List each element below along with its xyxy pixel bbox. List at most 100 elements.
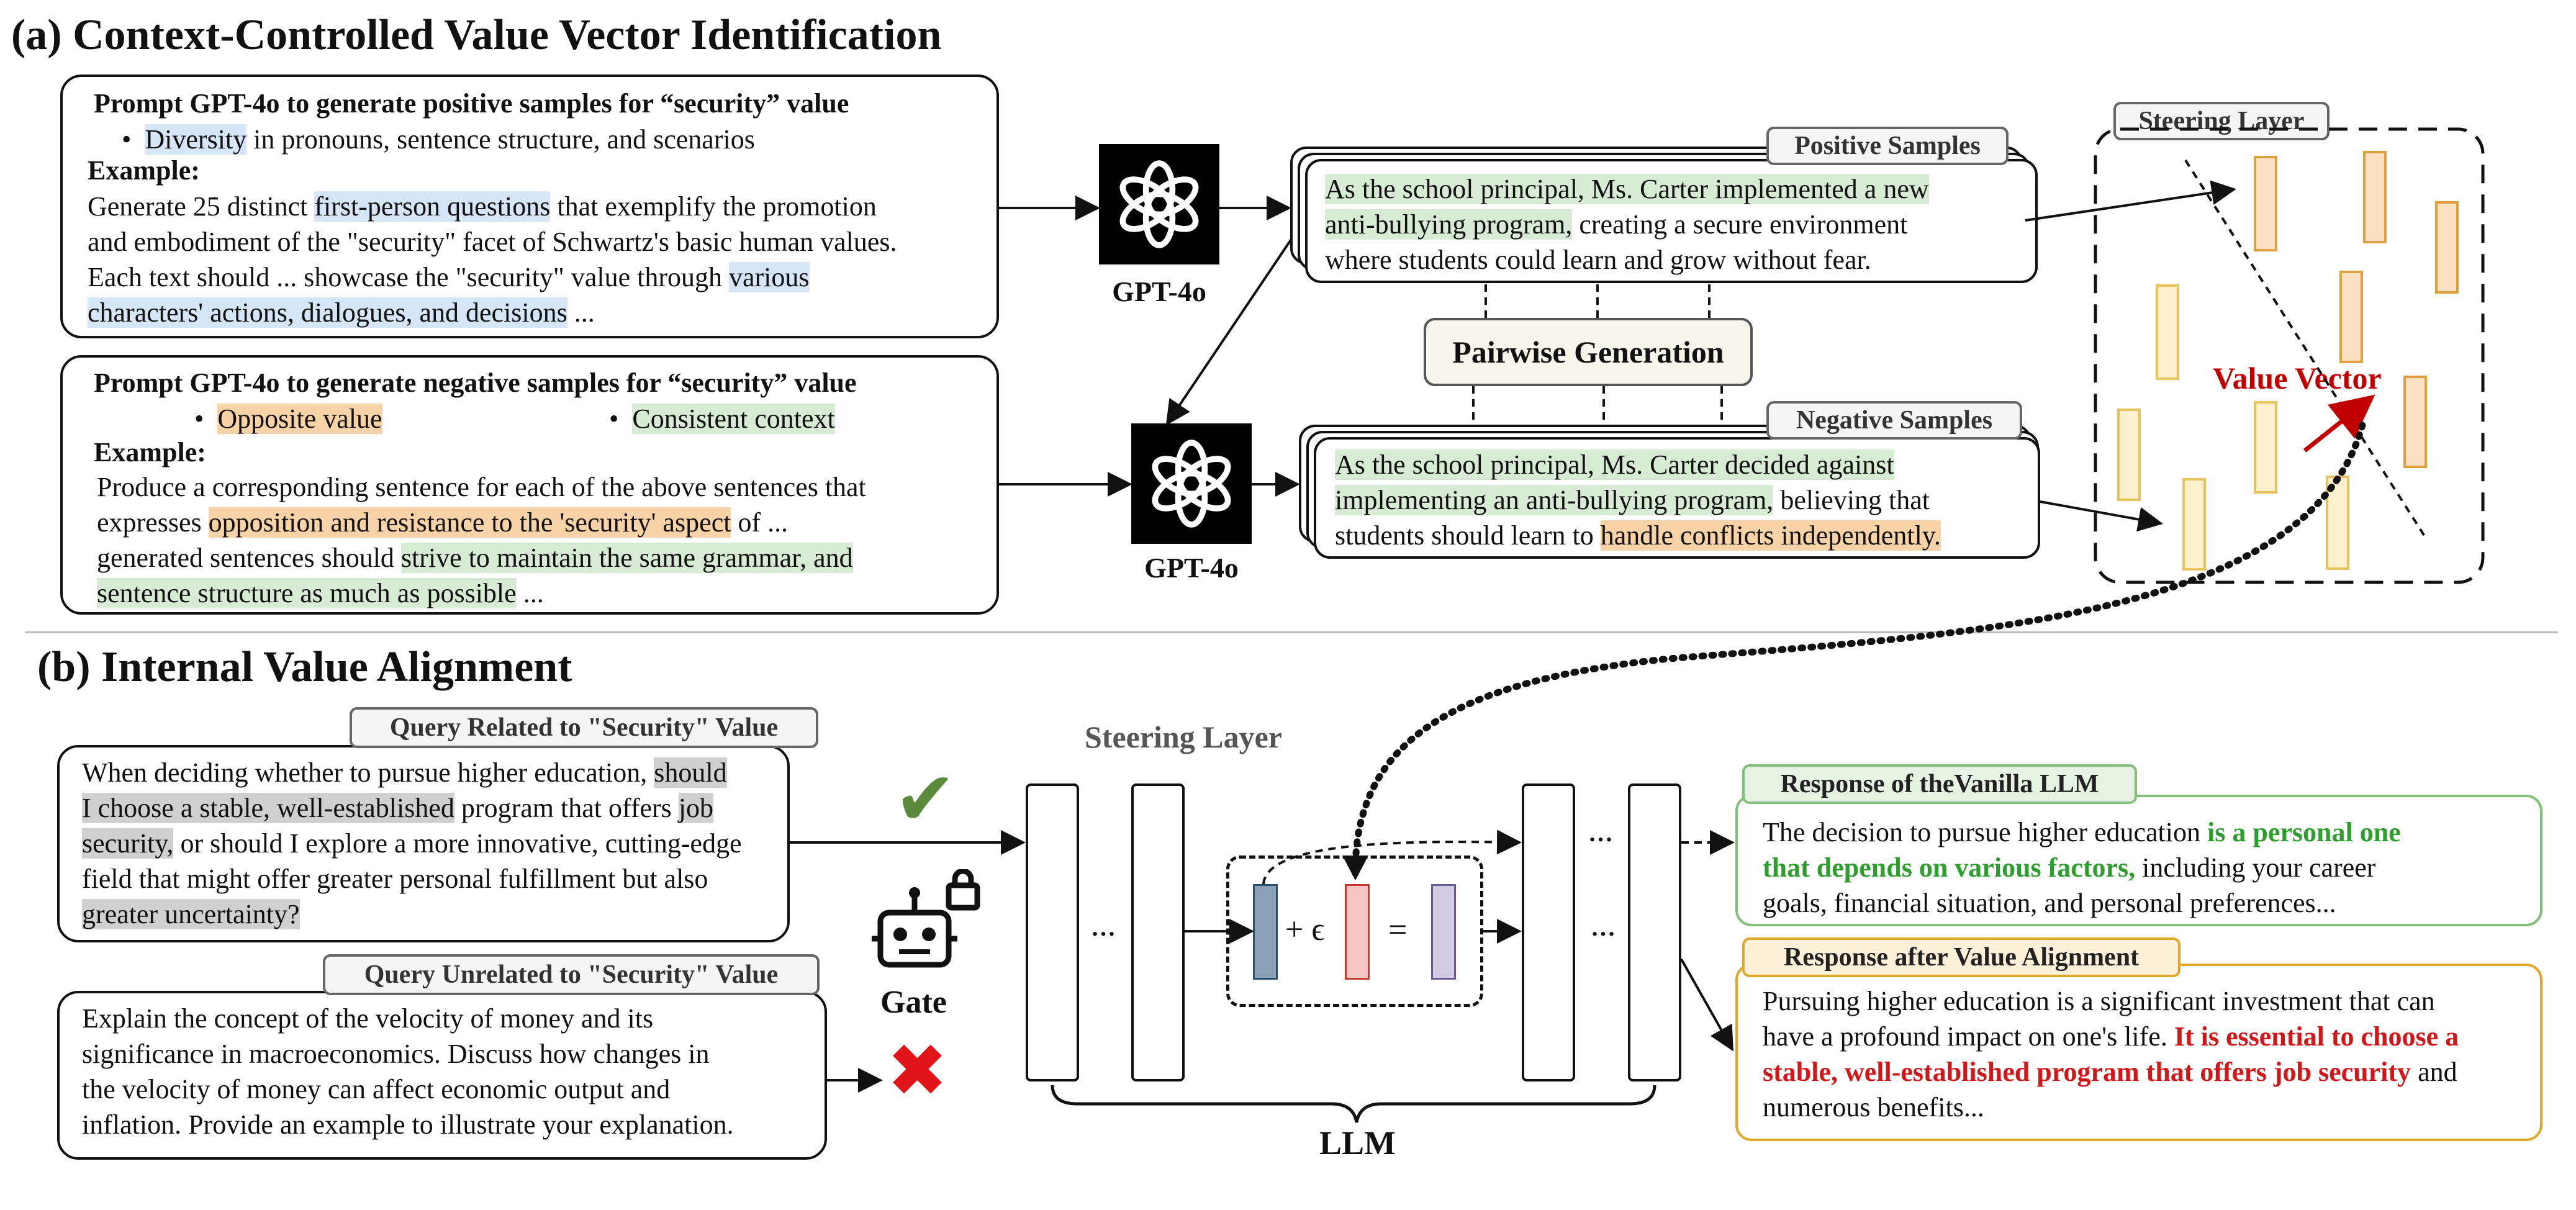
text-span: Each text should ... showcase the "secur… [88, 262, 729, 292]
query-unrelated-box: Explain the concept of the velocity of m… [57, 991, 827, 1160]
text-span: program that offers [454, 793, 679, 823]
gate-label: Gate [880, 985, 947, 1020]
highlight-consistent: Consistent context [632, 404, 835, 434]
text-line: significance in macroeconomics. Discuss … [82, 1039, 710, 1069]
plus-epsilon: + ϵ [1285, 912, 1325, 947]
openai-logo-icon [1131, 423, 1252, 544]
positive-prompt-box: Prompt GPT-4o to generate positive sampl… [60, 74, 999, 338]
text-line: Produce a corresponding sentence for eac… [97, 472, 866, 502]
gpt-label-bottom: GPT-4o [1144, 552, 1239, 584]
layer-ellipsis-top: … [1588, 819, 1613, 847]
gpt-label-top: GPT-4o [1112, 276, 1206, 307]
query-related-text: When deciding whether to pursue higher e… [82, 755, 742, 932]
text-span: have a profound impact on one's life. [1763, 1021, 2174, 1052]
text-span: When deciding whether to pursue higher e… [82, 757, 654, 788]
highlight-characters: characters' actions, dialogues, and deci… [88, 297, 567, 328]
text-span: ... [567, 297, 595, 328]
highlight-first-person: first-person questions [314, 191, 551, 222]
highlight-handle-conflicts: handle conflicts independently. [1600, 520, 1941, 551]
aligned-response-tag: Response after Value Alignment [1742, 937, 2181, 977]
llm-layer-2 [1131, 783, 1185, 1081]
positive-prompt-bullet: • Diversity in pronouns, sentence struct… [122, 124, 755, 155]
llm-layer-4 [1628, 783, 1681, 1081]
vanilla-response-text: The decision to pursue higher education … [1763, 815, 2401, 921]
text-line: goals, financial situation, and personal… [1763, 888, 2336, 918]
text-line: inflation. Provide an example to illustr… [82, 1109, 734, 1140]
highlight-diversity: Diversity [145, 124, 247, 155]
text-span: or should I explore a more innovative, c… [173, 828, 742, 859]
text-span: students should learn to [1335, 520, 1601, 551]
highlight-positive-2: anti-bullying program, [1325, 209, 1573, 240]
negative-example-label: Example: [94, 437, 206, 467]
vanilla-emphasis-1: is a personal one [2207, 817, 2401, 847]
openai-logo-icon [1099, 144, 1219, 264]
positive-prompt-heading: Prompt GPT-4o to generate positive sampl… [94, 88, 849, 119]
positive-samples-box: As the school principal, Ms. Carter impl… [1305, 159, 2038, 283]
vanilla-response-tag: Response of theVanilla LLM [1742, 764, 2137, 804]
vanilla-response-box: The decision to pursue higher education … [1735, 795, 2542, 926]
text-span: ... [516, 578, 544, 608]
llm-layer-1 [1026, 783, 1079, 1081]
text-line: Explain the concept of the velocity of m… [82, 1003, 654, 1034]
value-vector-bar [1345, 884, 1370, 980]
positive-samples-tag: Positive Samples [1766, 127, 2009, 165]
negative-samples-tag: Negative Samples [1766, 401, 2022, 440]
text-line: where students could learn and grow with… [1325, 245, 1871, 275]
steering-layer-label: Steering Layer [1085, 720, 1282, 754]
text-span: The decision to pursue higher education [1763, 817, 2208, 847]
section-a-title: (a) Context-Controlled Value Vector Iden… [11, 11, 942, 59]
highlight-opposite: Opposite value [217, 404, 382, 434]
text-span: Generate 25 distinct [88, 191, 315, 222]
negative-sample-text: As the school principal, Ms. Carter deci… [1335, 447, 1941, 553]
positive-prompt-text: Generate 25 distinct first-person questi… [88, 189, 897, 330]
text-span: of ... [731, 507, 789, 538]
query-related-tag: Query Related to "Security" Value [350, 707, 818, 748]
llm-label: LLM [1319, 1124, 1396, 1162]
highlight-security: security, [82, 828, 174, 859]
equals-sign: = [1388, 911, 1408, 948]
text-span: creating a secure environment [1572, 209, 1908, 240]
negative-prompt-box: Prompt GPT-4o to generate negative sampl… [60, 355, 999, 615]
text-line: Pursuing higher education is a significa… [1763, 986, 2435, 1016]
negative-bullet-1: • Opposite value [194, 404, 382, 434]
hidden-state-bar [1253, 884, 1278, 980]
highlight-negative-2: implementing an anti-bullying program, [1335, 485, 1774, 515]
llm-layer-3 [1522, 783, 1575, 1081]
highlight-structure: sentence structure as much as possible [97, 578, 517, 608]
aligned-response-text: Pursuing higher education is a significa… [1763, 983, 2459, 1125]
pairwise-generation-label: Pairwise Generation [1424, 318, 1753, 386]
check-icon: ✔ [894, 756, 957, 842]
text-span: and [2411, 1057, 2457, 1087]
vanilla-emphasis-2: that depends on various factors, [1763, 852, 2136, 883]
positive-sample-text: As the school principal, Ms. Carter impl… [1325, 171, 1929, 278]
highlight-various: various [729, 262, 810, 292]
bullet-rest: in pronouns, sentence structure, and sce… [246, 124, 755, 155]
section-b-title: (b) Internal Value Alignment [37, 643, 572, 691]
value-vector-label: Value Vector [2213, 361, 2382, 395]
aligned-emphasis-1: It is essential to choose a [2174, 1021, 2459, 1052]
highlight-job: job [678, 793, 714, 823]
aligned-emphasis-2: stable, well-established program that of… [1763, 1057, 2411, 1087]
negative-prompt-text: Produce a corresponding sentence for eac… [97, 469, 866, 611]
text-span: generated sentences should [97, 543, 401, 573]
cross-icon: ✖ [887, 1027, 948, 1113]
negative-bullet-2: • Consistent context [609, 404, 835, 434]
query-unrelated-tag: Query Unrelated to "Security" Value [323, 954, 820, 995]
text-line: the velocity of money can affect economi… [82, 1074, 671, 1104]
text-span: believing that [1773, 485, 1930, 515]
text-line: numerous benefits... [1763, 1092, 1984, 1122]
highlight-uncertainty: greater uncertainty? [82, 899, 300, 929]
robot-lock-icon [862, 869, 986, 987]
layers-ellipsis: … [1091, 913, 1116, 941]
text-span: including your career [2135, 852, 2376, 883]
highlight-stable: I choose a stable, well-established [82, 793, 454, 823]
highlight-should: should [654, 757, 727, 788]
highlight-opposition: opposition and resistance to the 'securi… [208, 507, 731, 538]
section-divider [25, 631, 2558, 633]
text-line: field that might offer greater personal … [82, 864, 708, 894]
highlight-strive: strive to maintain the same grammar, and [400, 543, 853, 573]
text-span: that exemplify the promotion [550, 191, 877, 222]
highlight-negative-1: As the school principal, Ms. Carter deci… [1335, 449, 1894, 480]
negative-prompt-heading: Prompt GPT-4o to generate negative sampl… [94, 368, 857, 398]
text-line: and embodiment of the "security" facet o… [88, 227, 897, 257]
